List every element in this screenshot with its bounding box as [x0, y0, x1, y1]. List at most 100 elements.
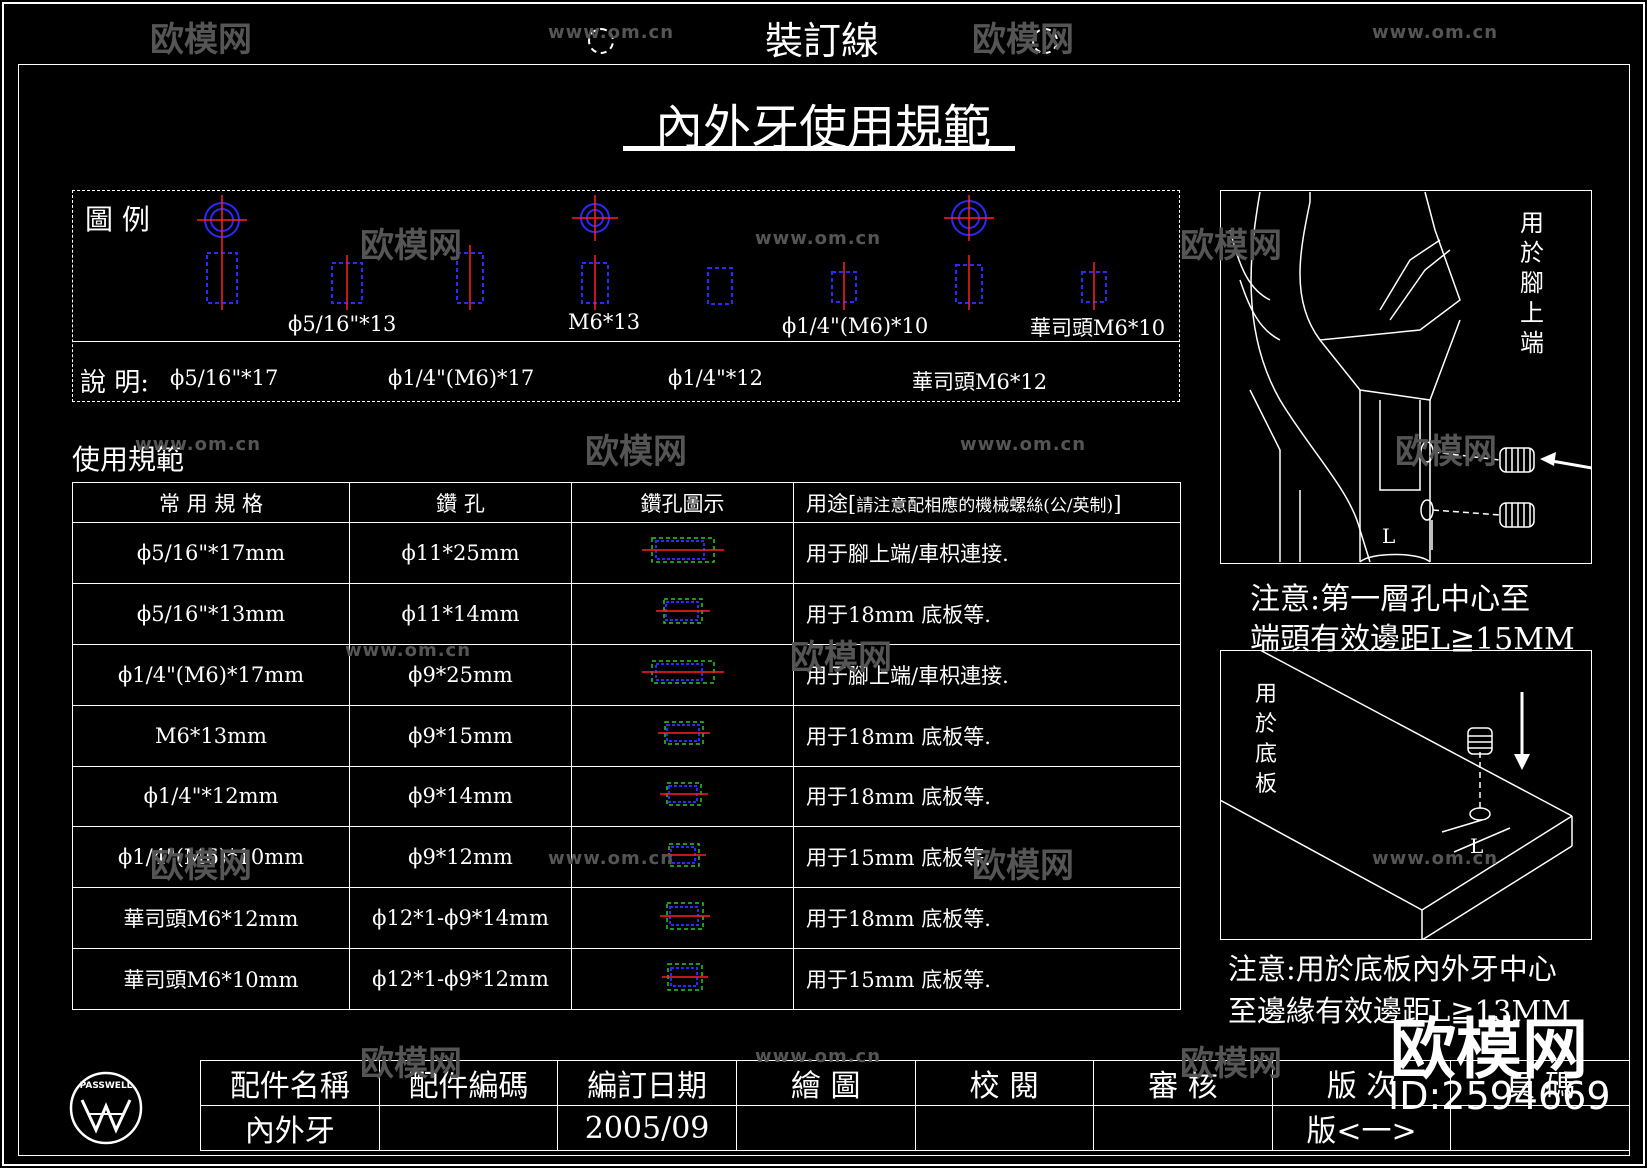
row-use: 用于腳上端/車枳連接. [793, 522, 1181, 584]
table-row: ϕ5/16"*13mm ϕ11*14mm 用于18mm 底板等. [72, 582, 1181, 645]
watermark-url: www.om.cn [960, 434, 1087, 455]
row-spec: 華司頭M6*10mm [72, 948, 350, 1010]
note1-line2: 端頭有效邊距L≧15MM [1250, 622, 1575, 657]
watermark-brand: 欧模网 [360, 226, 462, 266]
legend-symbols [197, 195, 1107, 310]
board-vertical-label: 用 於 底 板 [1252, 680, 1280, 800]
row-diagram [571, 948, 794, 1010]
legend-desc-2: ϕ1/4"(M6)*17 [388, 366, 535, 390]
table-row: ϕ1/4"(M6)*17mm ϕ9*25mm 用于腳上端/車枳連接. [72, 643, 1181, 706]
board-label-char: 用 [1254, 682, 1277, 707]
watermark-url: www.om.cn [1372, 848, 1499, 869]
board-illustration-frame [1220, 650, 1592, 940]
row-drill: ϕ12*1-ϕ9*12mm [349, 948, 572, 1010]
header-use-suffix: ] [1113, 491, 1122, 516]
drill-diagram-icon [661, 843, 706, 867]
watermark-url: www.om.cn [135, 434, 262, 455]
tb-header-version: 版 次 [1271, 1060, 1452, 1106]
legend-description-label: 說 明: [80, 368, 150, 398]
row-drill: ϕ9*15mm [349, 704, 572, 767]
legend-caption-4: 華司頭M6*10 [1030, 316, 1166, 340]
row-spec: ϕ1/4"*12mm [72, 765, 350, 828]
legend-caption-3: ϕ1/4"(M6)*10 [782, 314, 929, 338]
row-drill: ϕ11*14mm [349, 582, 572, 645]
leg-label-char: 腳 [1520, 269, 1544, 297]
drill-diagram-icon [655, 598, 710, 625]
board-label-char: 於 [1254, 712, 1277, 737]
row-spec: ϕ5/16"*17mm [72, 522, 350, 584]
drill-diagram-icon [641, 537, 724, 564]
row-spec: ϕ1/4"(M6)*17mm [72, 643, 350, 706]
binding-hole-left-icon [588, 28, 614, 54]
row-drill: ϕ9*25mm [349, 643, 572, 706]
tb-header-checked: 校 閱 [914, 1060, 1095, 1106]
tb-value-page [1450, 1105, 1630, 1151]
drill-diagram-icon [659, 901, 710, 930]
inner-frame [18, 64, 1630, 1156]
header-use-note: 請注意配相應的機械螺絲(公/英制) [856, 495, 1114, 516]
board-label-char: 底 [1254, 742, 1277, 767]
legend-desc-1: ϕ5/16"*17 [170, 366, 279, 390]
header-drill-diagram: 鑽孔圖示 [571, 482, 794, 523]
row-drill: ϕ9*14mm [349, 765, 572, 828]
legend-insert-7-icon [955, 255, 983, 310]
row-drill: ϕ12*1-ϕ9*14mm [349, 887, 572, 950]
watermark-url: www.om.cn [548, 848, 675, 869]
watermark-url: www.om.cn [548, 22, 675, 43]
legend-divider [72, 341, 1180, 342]
watermark-logo: 欧模网 [1390, 1011, 1588, 1088]
row-diagram [571, 704, 794, 767]
watermark-brand: 欧模网 [150, 846, 252, 886]
row-diagram [571, 887, 794, 950]
row-diagram [571, 643, 794, 706]
table-row: ϕ5/16"*17mm ϕ11*25mm 用于腳上端/車枳連接. [72, 522, 1181, 584]
note2-line1: 注意:用於底板內外牙中心 [1228, 952, 1557, 986]
row-use: 用于18mm 底板等. [793, 887, 1181, 950]
legend-insert-2-icon [331, 255, 363, 310]
header-use-prefix: 用途[ [806, 491, 857, 516]
table-row: M6*13mm ϕ9*15mm 用于18mm 底板等. [72, 704, 1181, 767]
watermark-url: www.om.cn [755, 228, 882, 249]
drill-diagram-icon [657, 721, 710, 745]
watermark-url: www.om.cn [345, 640, 472, 661]
tb-value-version: 版<一> [1271, 1105, 1452, 1151]
table-row: ϕ1/4"*12mm ϕ9*14mm 用于18mm 底板等. [72, 765, 1181, 828]
watermark-url: www.om.cn [1372, 22, 1499, 43]
tb-header-name: 配件名稱 [200, 1060, 380, 1106]
row-spec: ϕ5/16"*13mm [72, 582, 350, 645]
watermark-brand: 欧模网 [1395, 432, 1497, 472]
tb-value-date: 2005/09 [557, 1105, 737, 1151]
watermark-url: www.om.cn [755, 1046, 882, 1067]
watermark-brand: 欧模网 [360, 1044, 462, 1084]
row-use: 用于18mm 底板等. [793, 765, 1181, 828]
row-use: 用于18mm 底板等. [793, 582, 1181, 645]
legend-topview-2-icon [572, 195, 618, 241]
legend-desc-4: 華司頭M6*12 [912, 370, 1048, 394]
title-block-value-row: 內外牙 2005/09 版<一> [200, 1105, 1630, 1151]
legend-caption-2: M6*13 [568, 310, 641, 334]
legend-insert-5-icon [707, 267, 733, 305]
watermark-brand: 欧模网 [1180, 226, 1282, 266]
legend-insert-6-icon [831, 262, 857, 310]
row-use: 用于18mm 底板等. [793, 704, 1181, 767]
watermark-brand: 欧模网 [150, 20, 252, 60]
board-dim-label: L [1470, 834, 1484, 858]
leg-label-char: 於 [1520, 239, 1544, 267]
watermark-brand: 欧模网 [1180, 1044, 1282, 1084]
leg-label-char: 用 [1520, 209, 1544, 237]
logo-text: PASSWELL [80, 1081, 133, 1091]
watermark-brand: 欧模网 [585, 432, 687, 472]
tb-value-checked [914, 1105, 1095, 1151]
legend-insert-1-icon [206, 245, 238, 310]
title-underline [623, 146, 1015, 151]
drill-diagram-icon [659, 782, 708, 806]
legend-insert-3-icon [456, 245, 484, 310]
tb-header-drawn: 繪 圖 [735, 1060, 916, 1106]
tb-header-code: 配件編碼 [378, 1060, 559, 1106]
row-diagram [571, 522, 794, 584]
legend-insert-4-icon [581, 255, 609, 310]
leg-illustration [1229, 191, 1592, 563]
tb-value-code [378, 1105, 559, 1151]
row-use: 用于腳上端/車枳連接. [793, 643, 1181, 706]
